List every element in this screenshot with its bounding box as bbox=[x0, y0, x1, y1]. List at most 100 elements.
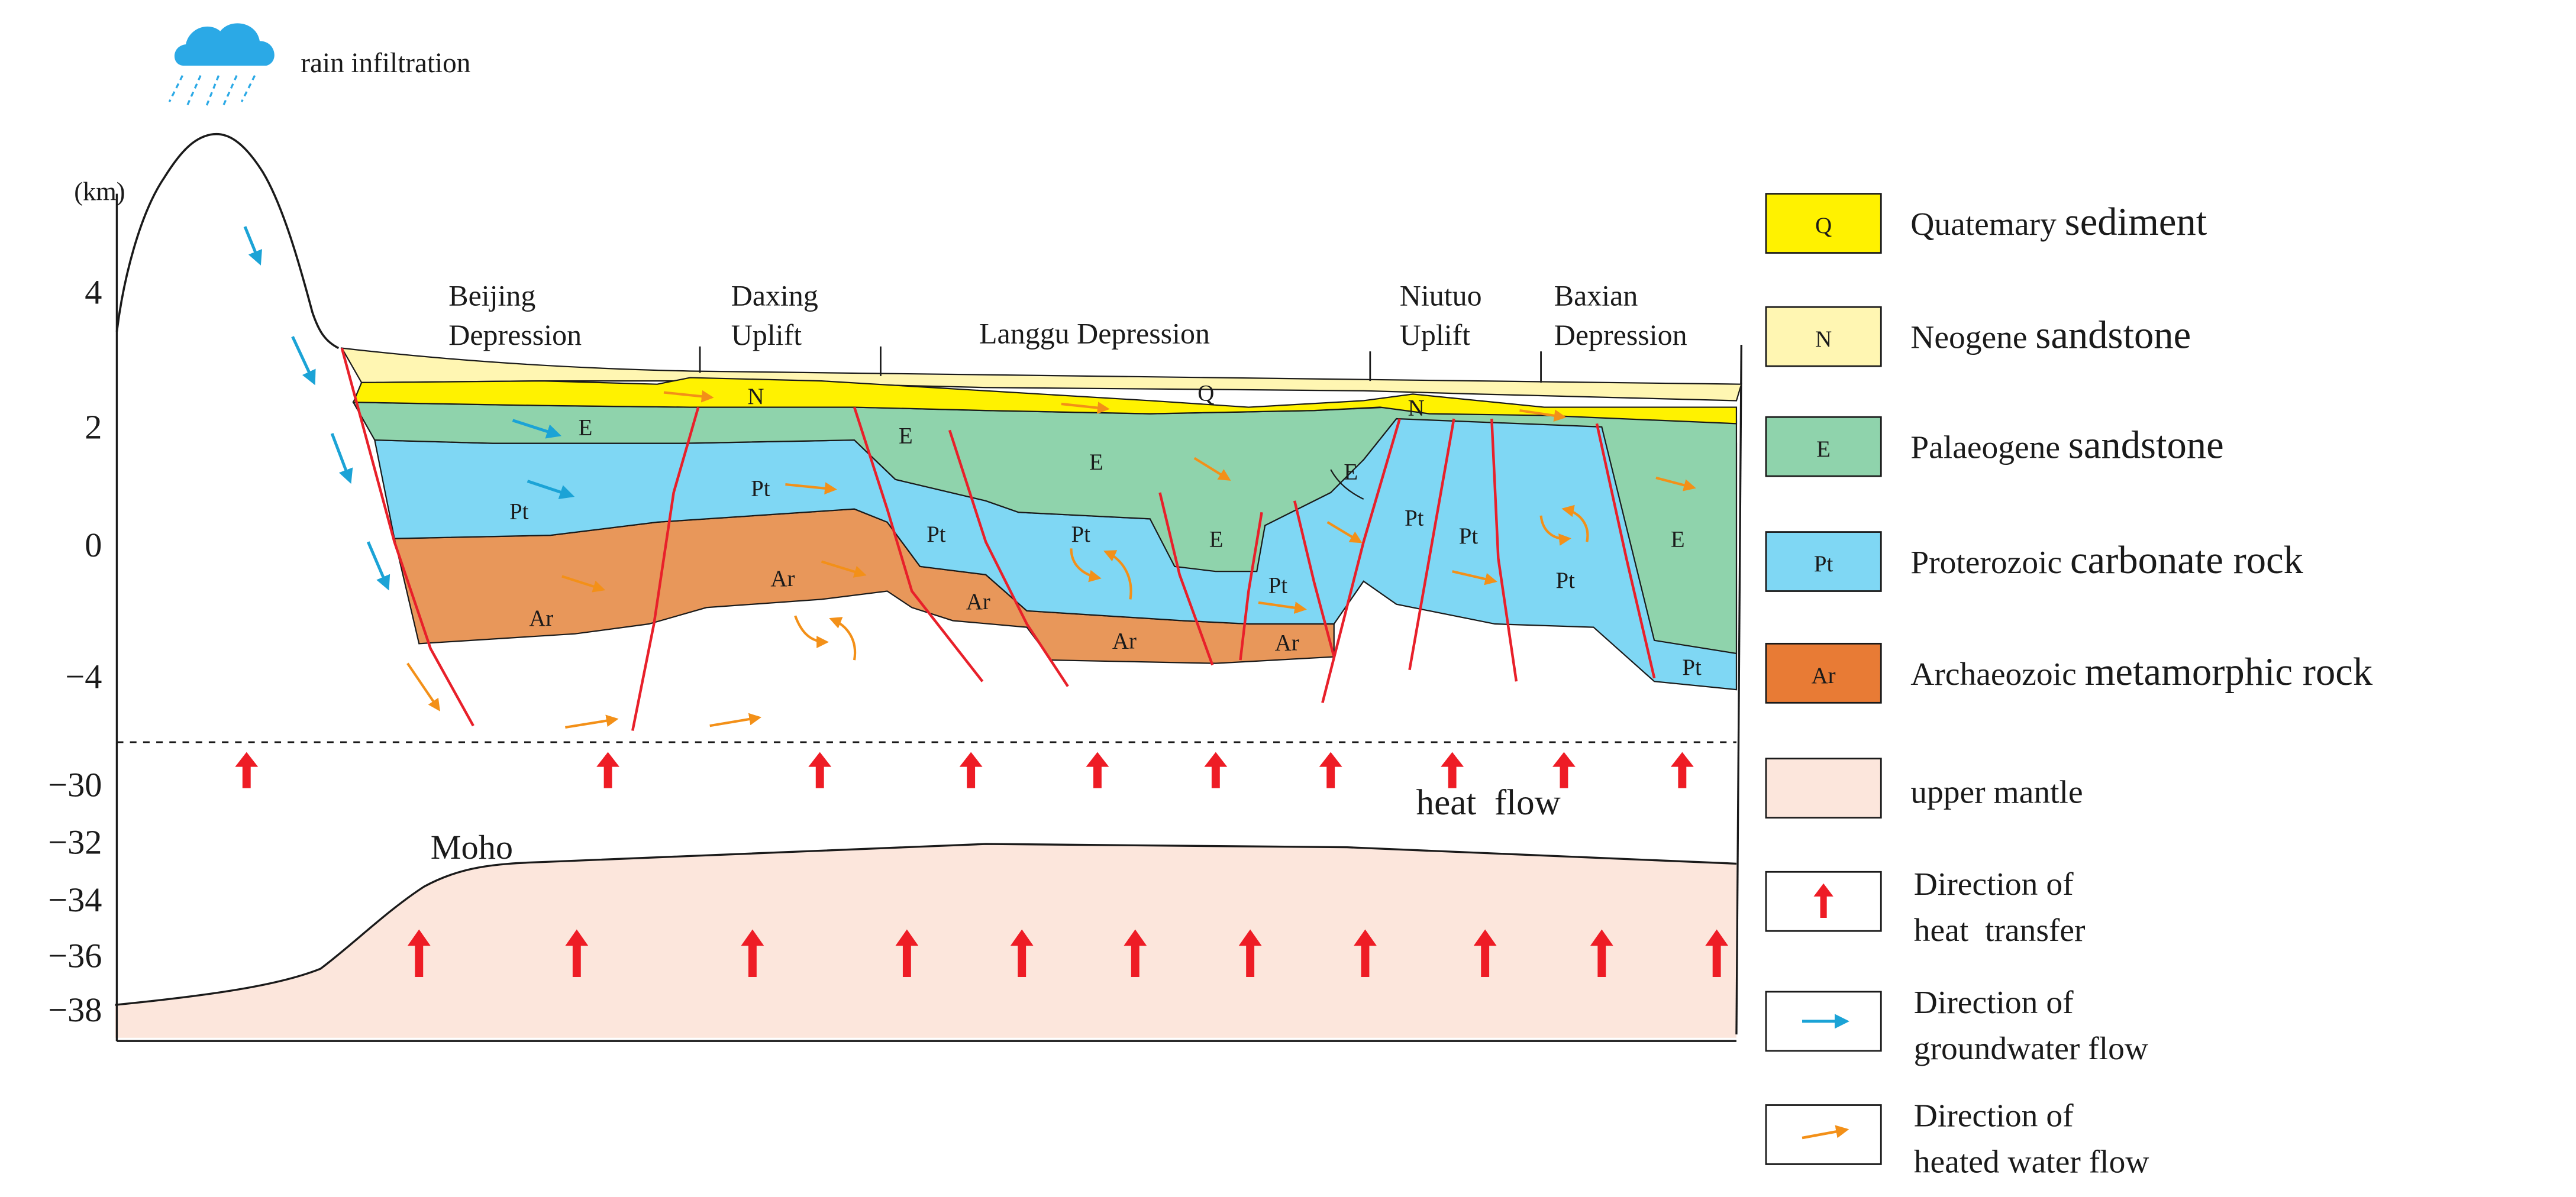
heated-water-flow-arrow bbox=[561, 575, 606, 593]
heat-transfer-arrow bbox=[895, 929, 919, 977]
unit-code-ar: Ar bbox=[770, 566, 795, 591]
heated-water-flow-arrow bbox=[1519, 409, 1567, 422]
depth-tick-label: −34 bbox=[48, 881, 102, 919]
legend-code-neogene: N bbox=[1815, 326, 1832, 352]
heat-transfer-arrow bbox=[1238, 929, 1262, 977]
unit-code-pt: Pt bbox=[1268, 572, 1288, 598]
heated-water-flow-arrow bbox=[1539, 515, 1571, 546]
legend-swatch-quaternary bbox=[1765, 193, 1882, 254]
heat-transfer-arrow bbox=[1441, 752, 1464, 788]
legend-label-proterozoic: Proterozoic carbonate rock bbox=[1910, 539, 2303, 582]
heat-flow-label: heat flow bbox=[1416, 783, 1561, 823]
heated-water-flow-arrow bbox=[663, 390, 714, 403]
groundwater-flow-arrow bbox=[366, 541, 390, 591]
fault-line bbox=[1595, 423, 1656, 679]
heat-transfer-arrow bbox=[1319, 752, 1342, 788]
legend-swatch-archaeozoic bbox=[1765, 642, 1882, 704]
heat-transfer-arrow bbox=[1705, 929, 1729, 977]
faults bbox=[340, 348, 1656, 731]
heat-transfer-arrow bbox=[741, 929, 764, 977]
legend-heated-water-arrow-icon bbox=[1802, 1125, 1849, 1140]
rain-infiltration-label: rain infiltration bbox=[301, 48, 470, 79]
heat-transfer-arrow bbox=[1354, 929, 1377, 977]
unit-code-ar: Ar bbox=[1275, 630, 1299, 655]
region-labels: Beijing Depression Daxing Uplift Langgu … bbox=[448, 279, 1687, 351]
fault-line bbox=[631, 406, 700, 731]
fault-line bbox=[853, 406, 984, 682]
heated-water-flow-arrow bbox=[1452, 570, 1497, 585]
neogene-layer bbox=[340, 347, 1742, 402]
axis-unit-label: (km) bbox=[74, 177, 125, 206]
region-label-niutuo-1: Niutuo bbox=[1400, 279, 1482, 312]
fault-line bbox=[1239, 512, 1263, 661]
fault-line bbox=[1408, 418, 1455, 671]
rain-cloud-icon bbox=[168, 23, 275, 109]
unit-code-e: E bbox=[1671, 527, 1685, 552]
unit-code-pt: Pt bbox=[1071, 522, 1091, 547]
unit-code-pt: Pt bbox=[1682, 655, 1702, 680]
fault-line bbox=[948, 429, 1069, 687]
heated-water-flow-arrow bbox=[829, 617, 857, 661]
groundwater-arrows bbox=[243, 226, 575, 591]
legend-swatch-palaeogene bbox=[1765, 416, 1882, 477]
unit-code-e: E bbox=[1089, 449, 1103, 475]
depth-tick-label: −4 bbox=[65, 657, 102, 695]
groundwater-flow-arrow bbox=[527, 480, 575, 500]
moho-boundary bbox=[115, 843, 1737, 1006]
right-border bbox=[1735, 345, 1742, 1035]
heat-transfer-arrow bbox=[235, 752, 259, 788]
heated-water-flow-arrow bbox=[821, 560, 867, 578]
unit-code-e: E bbox=[1209, 527, 1224, 552]
fault-line bbox=[340, 348, 474, 727]
heat-transfer-arrow bbox=[596, 752, 620, 788]
groundwater-flow-arrow bbox=[243, 226, 262, 266]
fault-line bbox=[1293, 500, 1335, 658]
heated-water-flow-arrow bbox=[1561, 504, 1589, 542]
legend-code-quaternary: Q bbox=[1815, 213, 1832, 238]
heated-water-flow-arrow bbox=[1103, 550, 1132, 600]
depth-tick-label: −32 bbox=[48, 823, 102, 862]
heat-transfer-arrow bbox=[1204, 752, 1228, 788]
legend-code-proterozoic: Pt bbox=[1814, 551, 1833, 577]
groundwater-flow-arrow bbox=[512, 419, 562, 439]
heat-transfer-arrow bbox=[1552, 752, 1576, 788]
heat-transfer-arrow bbox=[959, 752, 983, 788]
moho-label: Moho bbox=[431, 828, 513, 866]
heated-water-flow-arrow bbox=[1326, 521, 1363, 543]
legend-label-archaeozoic: Archaeozoic metamorphic rock bbox=[1910, 651, 2373, 694]
legend-label-quaternary: Quatemary sediment bbox=[1910, 200, 2207, 244]
depth-tick-label: 2 bbox=[85, 407, 102, 446]
heated-water-flow-arrow bbox=[1258, 601, 1307, 614]
heat-transfer-arrow bbox=[1124, 929, 1147, 977]
upper-mantle bbox=[115, 843, 1737, 1038]
unit-code-ar: Ar bbox=[529, 606, 553, 631]
legend-label-heated-water-1: Direction of bbox=[1914, 1098, 2074, 1134]
heat-transfer-arrow bbox=[1473, 929, 1497, 977]
depth-tick-label: −30 bbox=[48, 766, 102, 804]
legend-code-palaeogene: E bbox=[1816, 436, 1831, 462]
legend-label-palaeogene: Palaeogene sandstone bbox=[1910, 424, 2223, 467]
fault-line bbox=[1158, 492, 1214, 666]
region-label-daxing-1: Daxing bbox=[731, 279, 818, 312]
region-label-beijing-2: Depression bbox=[448, 318, 582, 351]
rain-drops bbox=[168, 75, 256, 109]
section-frame bbox=[115, 132, 1742, 1042]
unit-code-pt: Pt bbox=[927, 522, 946, 547]
heated-water-flow-arrow bbox=[1193, 457, 1231, 481]
region-label-beijing-1: Beijing bbox=[448, 279, 535, 312]
unit-code-pt: Pt bbox=[509, 499, 529, 524]
unit-code-n: N bbox=[748, 384, 764, 409]
unit-code-ar: Ar bbox=[966, 589, 990, 614]
region-label-daxing-2: Uplift bbox=[731, 318, 802, 351]
unit-code-pt: Pt bbox=[1556, 568, 1576, 593]
unit-code-e: E bbox=[1344, 460, 1358, 485]
heated-water-flow-arrow bbox=[709, 713, 762, 727]
depth-tick-label: −38 bbox=[48, 991, 102, 1029]
heat-transfer-arrow bbox=[1590, 929, 1613, 977]
heated-water-flow-arrow bbox=[785, 482, 837, 495]
heat-arrows-mantle bbox=[407, 929, 1729, 977]
legend: Q Quatemary sediment N Neogene sandstone… bbox=[1765, 193, 2373, 1180]
legend-heat-arrow-icon bbox=[1813, 883, 1833, 918]
heat-transfer-arrow bbox=[407, 929, 431, 977]
